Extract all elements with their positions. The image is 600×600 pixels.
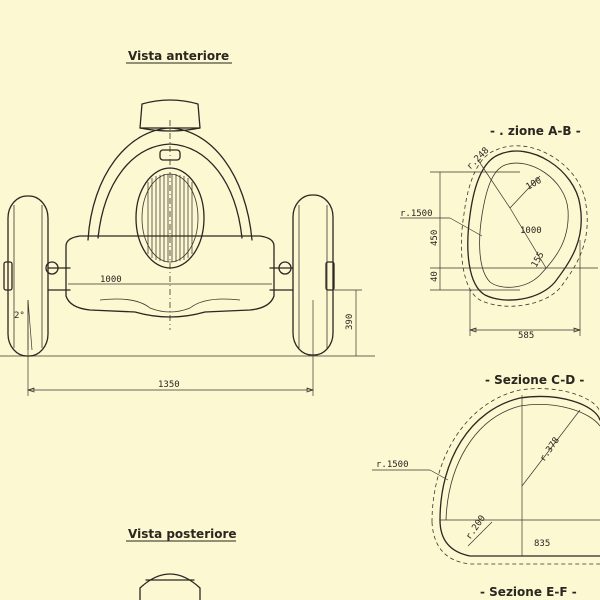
front-view-title: Vista anteriore: [128, 49, 229, 63]
section-ab-450-label: 450: [430, 230, 440, 246]
dim-track: 1350: [26, 300, 315, 396]
section-ab-1000-label: 1000: [520, 226, 542, 236]
front-view: Vista anteriore: [0, 49, 375, 396]
section-ab-585-label: 585: [518, 331, 534, 341]
dim-camber-label: 2°: [14, 311, 25, 321]
section-cd-title: - Sezione C-D -: [485, 373, 584, 387]
section-cd-r378-label: r.378: [538, 436, 562, 464]
rear-body-outline: [139, 573, 201, 600]
body-shell: [65, 127, 275, 318]
section-ab: - . zione A-B - 450 40 r.1500 r.248 100 …: [400, 124, 598, 341]
dim-track-label: 1350: [158, 380, 180, 390]
dim-front-width-label: 1000: [100, 275, 122, 285]
section-cd-outer: [439, 395, 600, 521]
section-ef: - Sezione E-F -: [480, 585, 577, 599]
rear-view: Vista posteriore: [126, 527, 237, 600]
section-ab-title: - . zione A-B -: [490, 124, 581, 138]
left-wheel: [3, 195, 49, 357]
right-wheel: [292, 194, 335, 356]
dim-height: 390: [334, 289, 362, 356]
section-ef-title: - Sezione E-F -: [480, 585, 577, 599]
dim-height-label: 390: [345, 314, 355, 330]
section-ab-r248-label: r.248: [465, 146, 491, 172]
section-ab-inner: [479, 162, 569, 288]
section-ab-outer: [467, 150, 582, 301]
suspension: [45, 261, 294, 291]
section-cd: - Sezione C-D - r.378 r.1500 r.200 835: [372, 373, 600, 565]
dim-camber: 2°: [14, 299, 33, 351]
section-cd-base: [439, 519, 600, 557]
section-ab-40-label: 40: [430, 271, 440, 282]
radiator-grille: [135, 167, 205, 269]
section-cd-r1500-label: r.1500: [376, 460, 409, 470]
dim-front-width: 1000: [68, 275, 272, 285]
section-ab-100-label: 100: [525, 176, 544, 193]
section-ab-155-label: 155: [530, 250, 547, 269]
section-ab-r1500-label: r.1500: [400, 209, 433, 219]
rear-view-title: Vista posteriore: [128, 527, 237, 541]
section-cd-835-label: 835: [534, 539, 550, 549]
